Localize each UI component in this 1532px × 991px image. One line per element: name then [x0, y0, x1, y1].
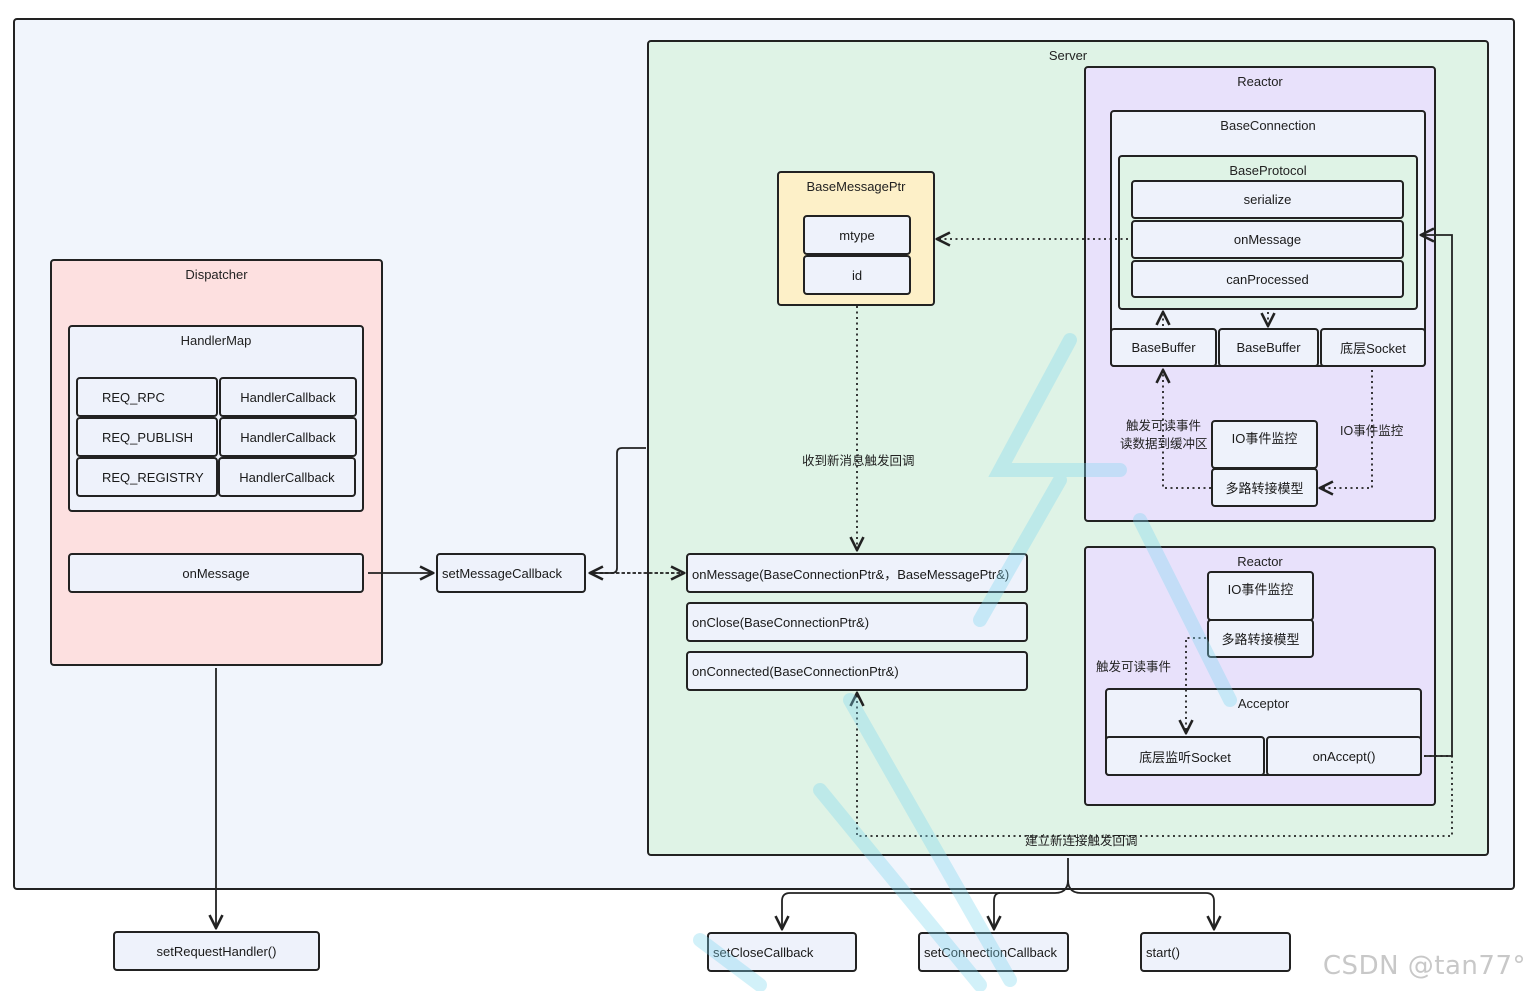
handler-callback-publish: HandlerCallback: [219, 417, 357, 457]
multiplex-bottom: 多路转接模型: [1207, 619, 1314, 658]
io-monitor-bottom: IO事件监控: [1207, 571, 1314, 621]
base-message-ptr-title: BaseMessagePtr: [806, 179, 906, 194]
watermark-text: CSDN @tan77°: [1322, 951, 1526, 981]
server-title: Server: [1048, 48, 1088, 63]
handler-callback-registry: HandlerCallback: [218, 457, 356, 497]
set-connection-callback: setConnectionCallback: [918, 932, 1069, 972]
arrow-multiplex-to-socket: [1186, 637, 1206, 733]
label-trigger-read-bottom: 触发可读事件: [1096, 660, 1172, 674]
label-new-message: 收到新消息触发回调: [800, 449, 917, 470]
handler-callback-rpc: HandlerCallback: [219, 377, 357, 417]
base-connection-title: BaseConnection: [1220, 118, 1316, 133]
acceptor-title: Acceptor: [1237, 696, 1290, 711]
label-read-buffer: 读数据到缓冲区: [1120, 437, 1208, 451]
callback-on-message: onMessage(BaseConnectionPtr&，BaseMessage…: [686, 553, 1028, 593]
listen-socket: 底层监听Socket: [1105, 736, 1265, 776]
multiplex-top: 多路转接模型: [1211, 468, 1318, 507]
handler-key-rpc: REQ_RPC: [76, 377, 218, 417]
arrow-socket-to-multiplex: [1320, 370, 1373, 488]
reactor-top-title: Reactor: [1237, 74, 1283, 89]
line-outer-fanout: [782, 858, 1069, 929]
field-mtype: mtype: [803, 215, 911, 255]
handler-key-registry: REQ_REGISTRY: [76, 457, 218, 497]
set-request-handler: setRequestHandler(): [113, 931, 320, 971]
base-protocol-title: BaseProtocol: [1229, 163, 1307, 178]
base-buffer-read: BaseBuffer: [1110, 328, 1217, 367]
method-on-message: onMessage: [1131, 220, 1404, 259]
method-can-processed: canProcessed: [1131, 260, 1404, 298]
reactor-bottom-title: Reactor: [1237, 554, 1283, 569]
callback-on-connected: onConnected(BaseConnectionPtr&): [686, 651, 1028, 691]
arrow-new-connection: [857, 693, 1453, 837]
handler-map-title: HandlerMap: [180, 333, 252, 348]
dispatcher-on-message: onMessage: [68, 553, 364, 593]
label-new-connection: 建立新连接触发回调: [1022, 829, 1141, 850]
base-buffer-write: BaseBuffer: [1218, 328, 1319, 367]
method-serialize: serialize: [1131, 180, 1404, 219]
set-close-callback: setCloseCallback: [707, 932, 857, 972]
line-set-to-server: [591, 447, 646, 574]
field-id: id: [803, 255, 911, 295]
arrow-multiplex-to-buffer: [1163, 370, 1211, 489]
on-accept: onAccept(): [1266, 736, 1422, 776]
callback-on-close: onClose(BaseConnectionPtr&): [686, 602, 1028, 642]
arrow-accept-to-protocol: [1421, 235, 1453, 757]
handler-key-publish: REQ_PUBLISH: [76, 417, 218, 457]
dispatcher-title: Dispatcher: [185, 267, 248, 282]
base-socket: 底层Socket: [1320, 328, 1426, 367]
set-message-callback: setMessageCallback: [436, 553, 586, 593]
start-call: start(): [1140, 932, 1291, 972]
